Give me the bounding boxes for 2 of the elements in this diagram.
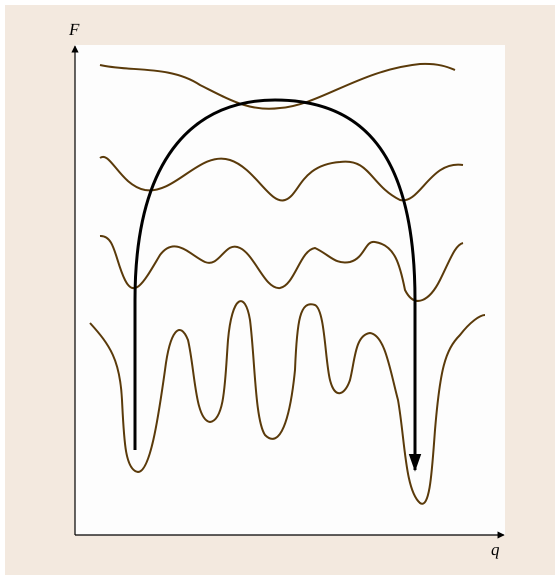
axis-label: q — [491, 541, 500, 559]
axis-label: F — [69, 21, 80, 39]
